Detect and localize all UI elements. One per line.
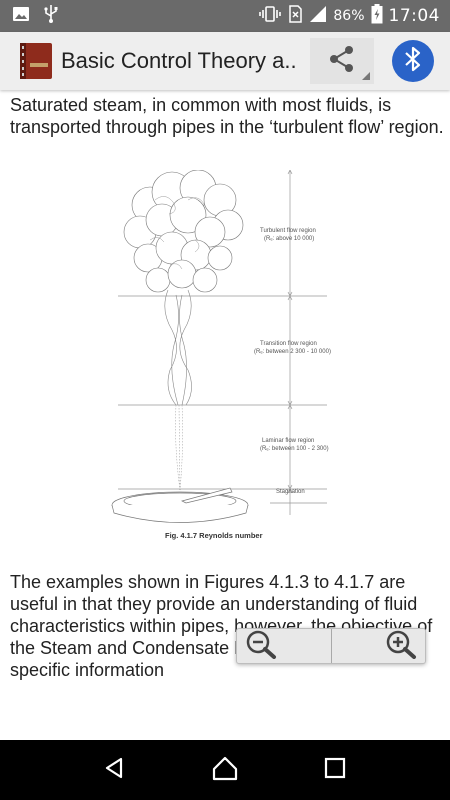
- dropdown-corner-icon: [362, 72, 370, 80]
- image-icon: [12, 6, 30, 26]
- bluetooth-button[interactable]: [392, 40, 434, 82]
- document-content[interactable]: Saturated steam, in common with most flu…: [0, 90, 450, 680]
- battery-charging-icon: [371, 4, 383, 28]
- zoom-out-button[interactable]: [237, 629, 332, 663]
- no-sim-icon: [287, 5, 303, 27]
- figure-range-laminar: (Rₑ: between 100 - 2 300): [260, 446, 329, 452]
- bluetooth-icon: [402, 46, 424, 76]
- zoom-in-button[interactable]: [332, 629, 426, 663]
- signal-icon: [309, 5, 327, 27]
- usb-icon: [44, 4, 58, 28]
- app-bar: Basic Control Theory a..: [0, 32, 450, 90]
- zoom-in-icon: [385, 629, 417, 663]
- vibrate-icon: [259, 5, 282, 27]
- navigation-bar: [0, 740, 450, 800]
- app-title: Basic Control Theory a..: [61, 48, 297, 73]
- share-icon: [327, 44, 357, 78]
- paragraph-1: Saturated steam, in common with most flu…: [10, 95, 444, 137]
- recents-icon: [324, 757, 346, 783]
- figure-range-transition: (Rₑ: between 2 300 - 10 000): [254, 349, 331, 355]
- zoom-controls: [236, 628, 426, 664]
- figure-label-laminar: Laminar flow region: [262, 438, 314, 444]
- status-bar: 86% 17:04: [0, 0, 450, 32]
- zoom-out-icon: [245, 629, 277, 663]
- figure-label-stagnation: Stagnation: [276, 489, 305, 495]
- figure-range-turbulent: (Rₑ: above 10 000): [264, 236, 314, 242]
- home-icon: [211, 755, 239, 785]
- figure-label-transition: Transition flow region: [260, 341, 317, 347]
- home-button[interactable]: [205, 750, 245, 790]
- recents-button[interactable]: [315, 750, 355, 790]
- figure-caption: Fig. 4.1.7 Reynolds number: [165, 531, 263, 540]
- battery-percent: 86%: [333, 8, 365, 24]
- reynolds-figure: Turbulent flow region (Rₑ: above 10 000)…: [110, 169, 345, 545]
- figure-label-turbulent: Turbulent flow region: [260, 228, 316, 234]
- book-icon: [16, 41, 54, 81]
- share-button[interactable]: [310, 38, 374, 84]
- clock: 17:04: [388, 6, 440, 26]
- back-icon: [103, 756, 127, 784]
- back-button[interactable]: [95, 750, 135, 790]
